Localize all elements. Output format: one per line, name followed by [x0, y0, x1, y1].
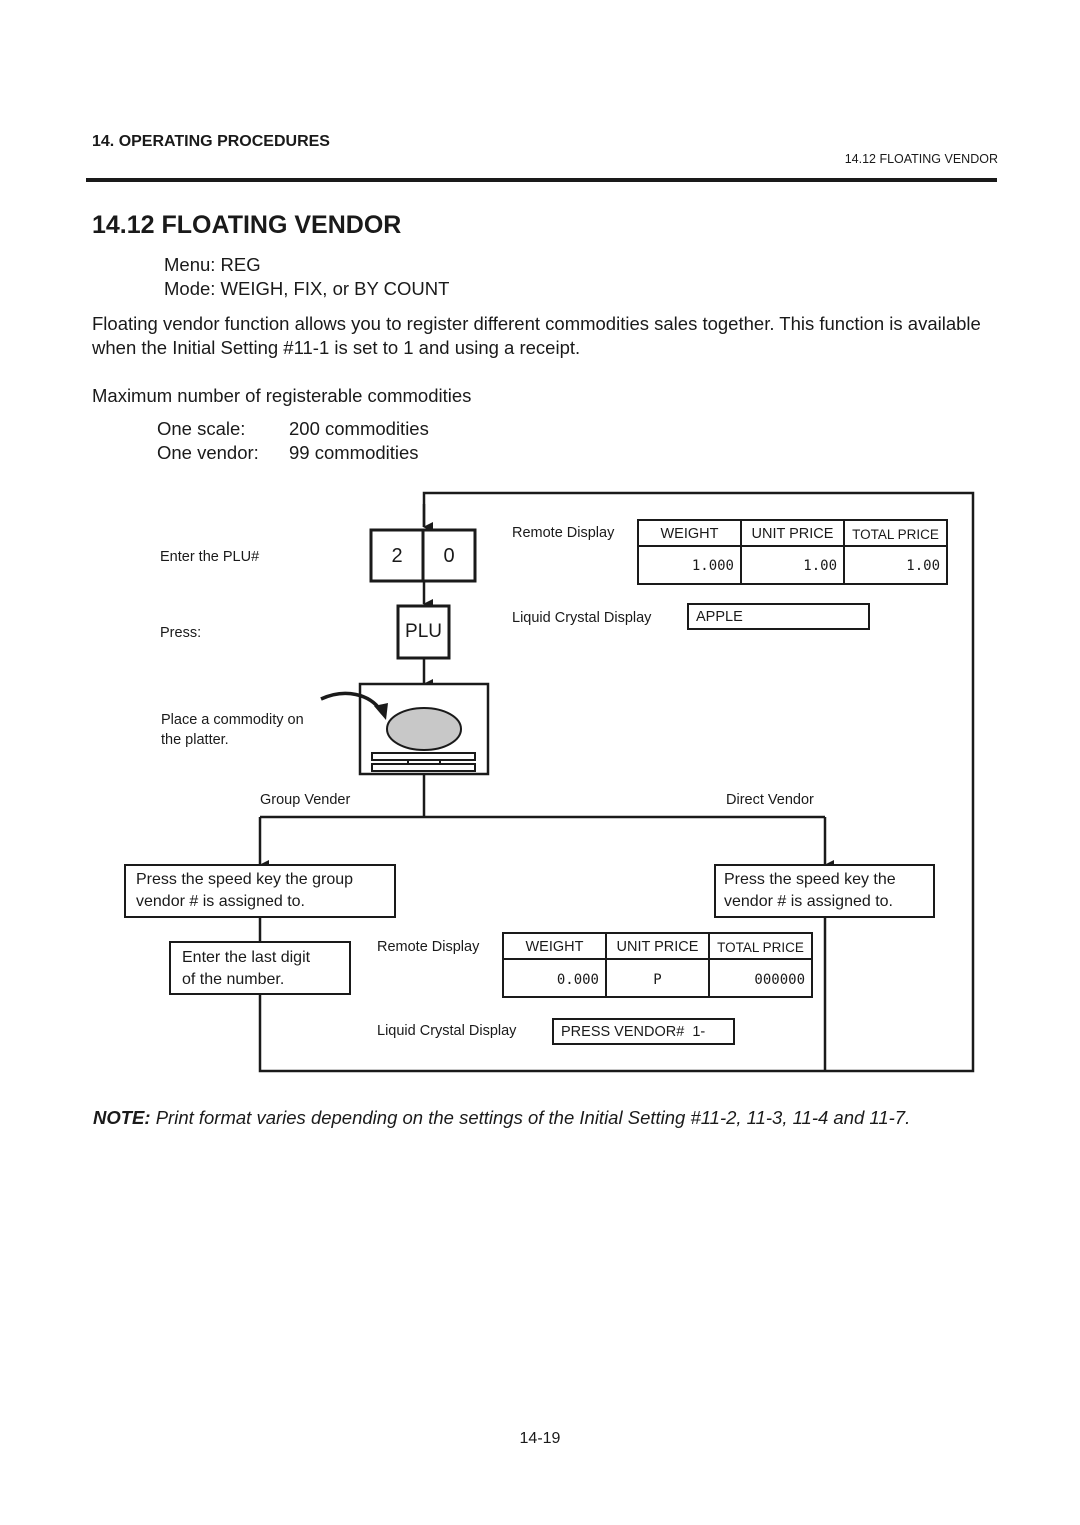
max-heading: Maximum number of registerable commoditi… [92, 385, 472, 406]
note-text: Print format varies depending on the set… [155, 1107, 911, 1128]
direct-box-line-2: vendor # is assigned to. [724, 893, 893, 910]
page-number: 14-19 [519, 1430, 561, 1447]
header-rule [86, 178, 997, 182]
rd2-col-unit-price: UNIT PRICE [616, 939, 699, 955]
rd1-col-unit-price: UNIT PRICE [751, 526, 834, 542]
rd1-total-price-value: 1.00 [906, 558, 940, 574]
loop-line [258, 491, 975, 1073]
limit-vendor-value: 99 commodities [289, 442, 419, 463]
direct-vendor-label: Direct Vendor [726, 792, 814, 808]
step-place-label-1: Place a commodity on [161, 712, 304, 728]
last-digit-box [169, 941, 351, 995]
rd2-total-price-value: 000000 [754, 972, 805, 988]
group-vender-label: Group Vender [260, 792, 351, 808]
step-press-label: Press: [160, 625, 202, 641]
plu-digit-box-1 [369, 528, 425, 583]
group-box-line-2: vendor # is assigned to. [136, 893, 305, 910]
note: NOTE: Print format varies depending on t… [93, 1107, 910, 1129]
step-enter-plu-label: Enter the PLU# [160, 549, 260, 565]
limit-vendor-label: One vendor: [157, 442, 259, 463]
mode-line: Mode: WEIGH, FIX, or BY COUNT [164, 278, 450, 299]
digit-box-line-2: of the number. [182, 971, 285, 988]
scale-icon [358, 682, 490, 776]
intro-paragraph: Floating vendor function allows you to r… [92, 313, 981, 358]
direct-box-line-1: Press the speed key the [724, 871, 896, 888]
rd2-weight-value: 0.000 [556, 972, 599, 988]
rd2-col-weight: WEIGHT [525, 939, 584, 955]
group-vendor-box [124, 864, 396, 918]
group-box-line-1: Press the speed key the group [136, 871, 354, 888]
plu-digit-1: 2 [391, 545, 403, 567]
limit-scale-value: 200 commodities [289, 418, 429, 439]
limit-scale-label: One scale: [157, 418, 246, 439]
remote-display-2 [502, 932, 813, 998]
rd1-unit-price-value: 1.00 [803, 558, 837, 574]
step-place-label-2: the platter. [161, 732, 229, 748]
plu-key-label: PLU [405, 621, 442, 642]
digit-box-line-1: Enter the last digit [182, 949, 311, 966]
lcd1-text: APPLE [696, 609, 743, 625]
plu-key [396, 604, 451, 660]
rd1-col-total-price: TOTAL PRICE [852, 527, 939, 542]
menu-line: Menu: REG [164, 254, 261, 275]
rd2-unit-price-value: P [653, 972, 662, 988]
lcd-label-2: Liquid Crystal Display [377, 1023, 517, 1039]
chapter-header: 14. OPERATING PROCEDURES [92, 133, 330, 150]
plu-digit-2: 0 [443, 545, 455, 567]
rd2-col-total-price: TOTAL PRICE [717, 940, 804, 955]
rd1-weight-value: 1.000 [691, 558, 734, 574]
page-title: 14.12 FLOATING VENDOR [92, 211, 402, 239]
lcd2-text: PRESS VENDOR# 1- [561, 1024, 706, 1040]
lcd-display-1 [687, 603, 870, 630]
remote-display-1 [637, 519, 948, 585]
plu-digit-box-2 [421, 528, 477, 583]
note-label: NOTE: [93, 1107, 151, 1128]
remote-display-label-2: Remote Display [377, 939, 480, 955]
curved-arrow-icon [320, 691, 388, 720]
direct-vendor-box [714, 864, 935, 918]
rd1-col-weight: WEIGHT [660, 526, 719, 542]
lcd-display-2 [552, 1018, 735, 1045]
section-header: 14.12 FLOATING VENDOR [844, 152, 998, 166]
lcd-label-1: Liquid Crystal Display [512, 610, 652, 626]
remote-display-label-1: Remote Display [512, 525, 615, 541]
